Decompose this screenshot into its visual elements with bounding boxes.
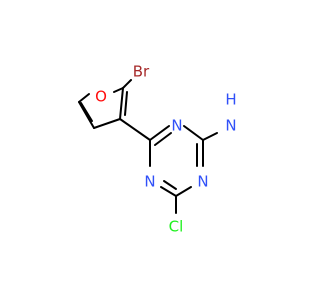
bond-c2-br xyxy=(122,79,132,89)
bond-ca-ntop-double xyxy=(154,132,172,146)
triazine-n-top-label: N xyxy=(171,117,182,135)
bond-o-c2 xyxy=(113,87,124,93)
bond-ntop-cnh2 xyxy=(183,125,204,141)
bond-nright-ccl xyxy=(175,186,192,197)
molecule-diagram: O Br N N H N N Cl xyxy=(78,62,237,236)
bond-ccl-nleft-double xyxy=(163,180,177,190)
bromine-label: Br xyxy=(133,63,150,81)
bond-c-nh2 xyxy=(202,132,218,141)
amine-n-label: N xyxy=(225,117,236,135)
oxygen-label: O xyxy=(95,88,107,106)
triazine-n-right-label: N xyxy=(197,173,208,191)
bond-c3-triazine xyxy=(119,118,151,141)
amine-h-label: H xyxy=(225,91,236,109)
bond-c2-c3-inner xyxy=(124,91,128,116)
chlorine-label: Cl xyxy=(169,218,184,236)
bond-c2-c3 xyxy=(119,87,124,120)
bond-c5-o xyxy=(78,93,90,103)
bond-ccl-nleft xyxy=(160,186,177,197)
triazine-n-left-label: N xyxy=(144,173,155,191)
structure-drawing: O Br N N H N N Cl xyxy=(78,63,237,236)
bond-c4-c5 xyxy=(78,101,95,129)
bond-c4-c5-inner xyxy=(80,102,93,122)
bond-c3-c4 xyxy=(93,118,121,129)
bond-ca-ntop xyxy=(149,125,170,141)
